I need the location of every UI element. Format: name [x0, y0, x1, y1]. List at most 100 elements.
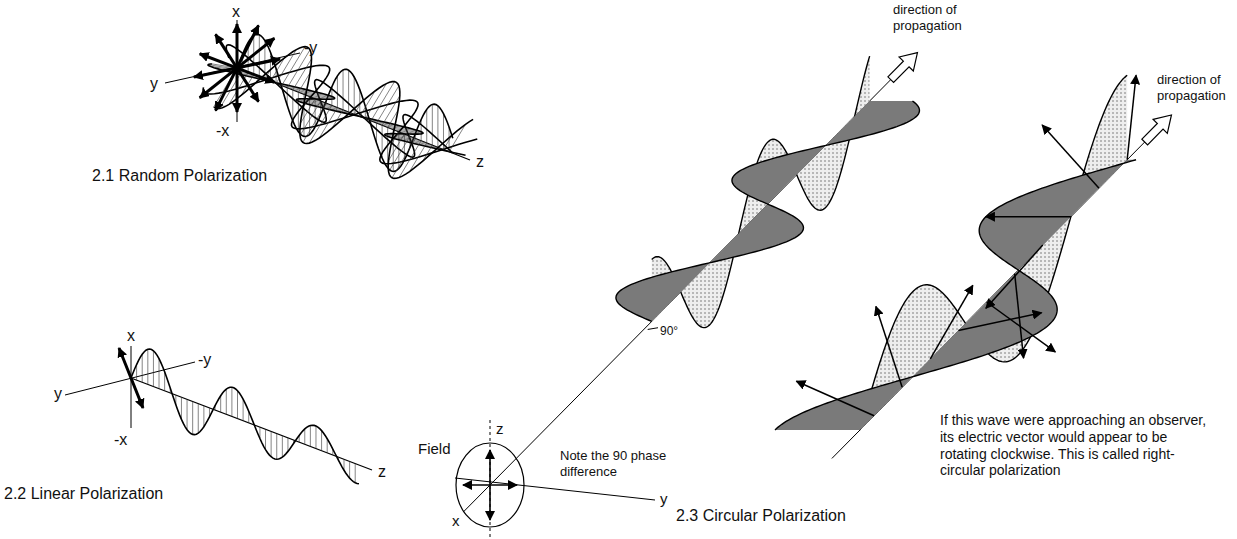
wave-fill	[775, 160, 1136, 430]
hatch-line	[319, 108, 337, 138]
figure-caption: 2.1 Random Polarization	[92, 166, 267, 185]
hatch-line	[147, 349, 148, 384]
hatch-line	[410, 143, 427, 172]
hatch-line	[259, 35, 260, 77]
hatch-line	[282, 436, 283, 457]
field-vector	[1015, 274, 1024, 359]
axis-label-box: y	[54, 384, 62, 403]
axis-label-box: z	[476, 152, 484, 171]
hatch-line	[243, 399, 244, 421]
field-vector	[796, 381, 874, 416]
axis-label: z	[496, 420, 504, 438]
hatch-line	[348, 70, 349, 112]
hatch-line	[292, 90, 293, 121]
hatch-line	[265, 429, 266, 449]
hatch-line	[332, 110, 343, 128]
axis-label-box: x	[452, 512, 460, 530]
hatch-line	[337, 76, 338, 108]
phase-note: Note the 90 phase difference	[560, 448, 672, 479]
hatch-line	[271, 431, 272, 456]
axis-label: y	[150, 74, 158, 93]
z-axis-dashed	[490, 420, 491, 538]
direction-label-box: direction of propagation	[1157, 72, 1233, 103]
hatch-line	[192, 402, 193, 435]
axis-label-box: y	[660, 490, 668, 508]
figure-caption: 2.3 Circular Polarization	[676, 506, 846, 525]
propagation-arrow	[1138, 108, 1179, 149]
axis-label: -x	[114, 430, 127, 449]
hatch-line	[287, 438, 288, 451]
field-vector	[1042, 125, 1099, 188]
hatch-line	[432, 104, 433, 145]
direction-label: direction of propagation	[1157, 72, 1233, 103]
phase-label-box: 90°	[658, 324, 680, 338]
hatch-line	[360, 91, 375, 116]
wave-curve	[208, 64, 465, 155]
hatch-line	[421, 120, 422, 141]
hatch-line	[198, 404, 199, 433]
hatch-line	[449, 124, 465, 151]
wave-curve	[616, 101, 920, 321]
phase-label: 90°	[658, 324, 680, 338]
hatch-line	[187, 399, 188, 429]
hatch-line	[315, 426, 316, 449]
hatch-line	[181, 397, 182, 419]
axis-line	[131, 346, 132, 428]
phase-note-box: Note the 90 phase difference	[560, 448, 672, 479]
hatch-line	[226, 389, 227, 414]
direction-label-box: direction of propagation	[893, 2, 967, 33]
field-vector	[986, 245, 1043, 308]
axis-label: y	[54, 384, 62, 403]
explanation-note-box: If this wave were approaching an observe…	[940, 412, 1208, 479]
hatch-line	[159, 359, 160, 389]
axis-label-box: x	[232, 2, 240, 21]
axis-label: y	[660, 490, 668, 508]
axis-label-box: -y	[304, 38, 317, 57]
hatch-line	[293, 59, 312, 90]
axis-label: z	[378, 462, 386, 481]
hatch-line	[355, 464, 356, 483]
hatch-line	[392, 139, 416, 178]
axis-label-box: -y	[198, 350, 211, 369]
hatch-line	[231, 387, 232, 416]
y-axis	[455, 478, 655, 500]
axis-label-box: z	[378, 462, 386, 481]
hatch-line	[309, 97, 310, 135]
field-arrow	[463, 484, 517, 486]
hatch-line	[437, 106, 438, 148]
axis-label: -x	[216, 121, 229, 140]
hatch-line	[349, 461, 350, 478]
field-vector	[1127, 75, 1136, 160]
wave-curve	[237, 34, 453, 171]
field-vector	[930, 285, 973, 359]
hatch-line	[371, 82, 395, 121]
axis-label: x	[232, 2, 240, 21]
hatch-line	[304, 429, 305, 444]
wave-curve	[214, 47, 473, 179]
hatch-line	[377, 86, 399, 123]
axis-label: z	[476, 152, 484, 171]
hatch-line	[282, 47, 305, 86]
hatch-line	[220, 396, 221, 413]
hatch-line	[321, 431, 322, 451]
axis-label-box: x	[127, 326, 135, 345]
wave-hatching	[131, 349, 355, 482]
figure-caption-box: 2.1 Random Polarization	[92, 166, 267, 185]
wave-curve	[226, 45, 452, 157]
axis-label: x	[452, 512, 460, 530]
explanation-note: If this wave were approaching an observe…	[940, 412, 1208, 479]
field-label: Field	[418, 440, 451, 458]
figure-caption-box: 2.2 Linear Polarization	[4, 484, 163, 503]
field-vector	[958, 313, 1041, 331]
axis-label-box: -x	[216, 121, 229, 140]
direction-label: direction of propagation	[893, 2, 967, 33]
axis-label: -y	[304, 38, 317, 57]
propagation-arrow	[884, 46, 925, 87]
hatch-line	[365, 84, 386, 119]
axis-label: x	[127, 326, 135, 345]
wave-curve	[775, 160, 1136, 430]
hatch-line	[203, 406, 204, 427]
field-circle	[456, 443, 524, 527]
field-label-box: Field	[418, 440, 451, 458]
